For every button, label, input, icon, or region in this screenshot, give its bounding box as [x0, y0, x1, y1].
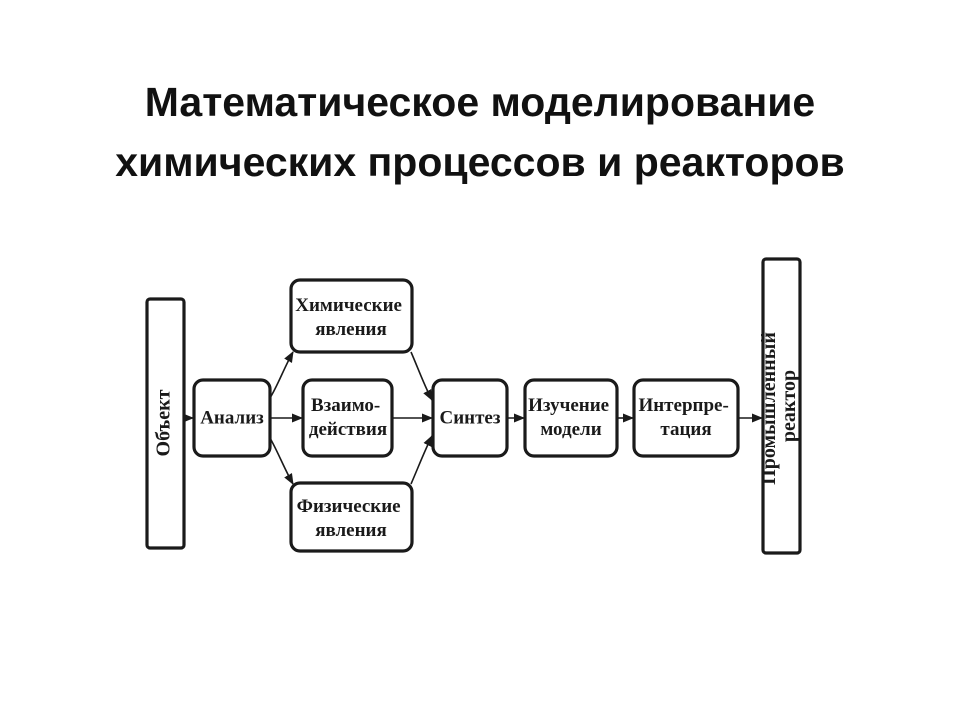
- node-chemical-phenomena: Химические явления: [289, 278, 414, 354]
- edge-chemical-synthesis: [410, 351, 433, 401]
- node-reactor-line-1: Промышленный: [758, 332, 780, 485]
- edge-analysis-chemical: [269, 351, 294, 399]
- node-interaction-line-1: Взаимо-: [311, 395, 380, 416]
- node-physical-line-1: Физические: [297, 496, 401, 517]
- node-industrial-reactor: Промышленный реактор: [758, 257, 802, 555]
- node-study-line-2: модели: [540, 419, 601, 440]
- edge-physical-synthesis: [410, 434, 433, 485]
- node-chemical-line-2: явления: [315, 319, 387, 340]
- node-chemical-line-1: Химические: [295, 295, 402, 316]
- node-interpretation-line-2: тация: [660, 419, 711, 440]
- title-line-1: Математическое моделирование: [144, 79, 816, 125]
- svg-text:Промышленный реактор: Промышленный реактор: [758, 327, 800, 485]
- svg-text:Интерпре- тация: Интерпре- тация: [638, 395, 733, 440]
- title-line-2: химических процессов и реакторов: [115, 139, 845, 185]
- node-analysis-label: Анализ: [200, 407, 264, 428]
- node-interactions: Взаимо- действия: [301, 378, 394, 458]
- connectors: [182, 351, 764, 485]
- svg-text:Физические явления: Физические явления: [297, 496, 406, 541]
- node-synthesis-label: Синтез: [439, 407, 500, 428]
- node-reactor-line-2: реактор: [778, 370, 800, 442]
- node-model-study: Изучение модели: [523, 378, 619, 458]
- svg-text:Изучение модели: Изучение модели: [528, 395, 614, 440]
- node-physical-phenomena: Физические явления: [289, 481, 414, 553]
- node-study-line-1: Изучение: [528, 395, 609, 416]
- node-object-label: Объект: [153, 389, 175, 456]
- node-synthesis: Синтез: [431, 378, 509, 458]
- node-interaction-line-2: действия: [309, 419, 387, 440]
- node-analysis: Анализ: [192, 378, 272, 458]
- node-object: Объект: [145, 297, 186, 550]
- node-interpretation-line-1: Интерпре-: [638, 395, 728, 416]
- svg-text:Химические явления: Химические явления: [295, 295, 406, 340]
- slide-title: Математическое моделирование химических …: [40, 72, 920, 192]
- svg-text:Взаимо- действия: Взаимо- действия: [309, 395, 387, 440]
- node-interpretation: Интерпре- тация: [632, 378, 740, 458]
- node-physical-line-2: явления: [315, 520, 387, 541]
- edge-analysis-physical: [269, 437, 294, 485]
